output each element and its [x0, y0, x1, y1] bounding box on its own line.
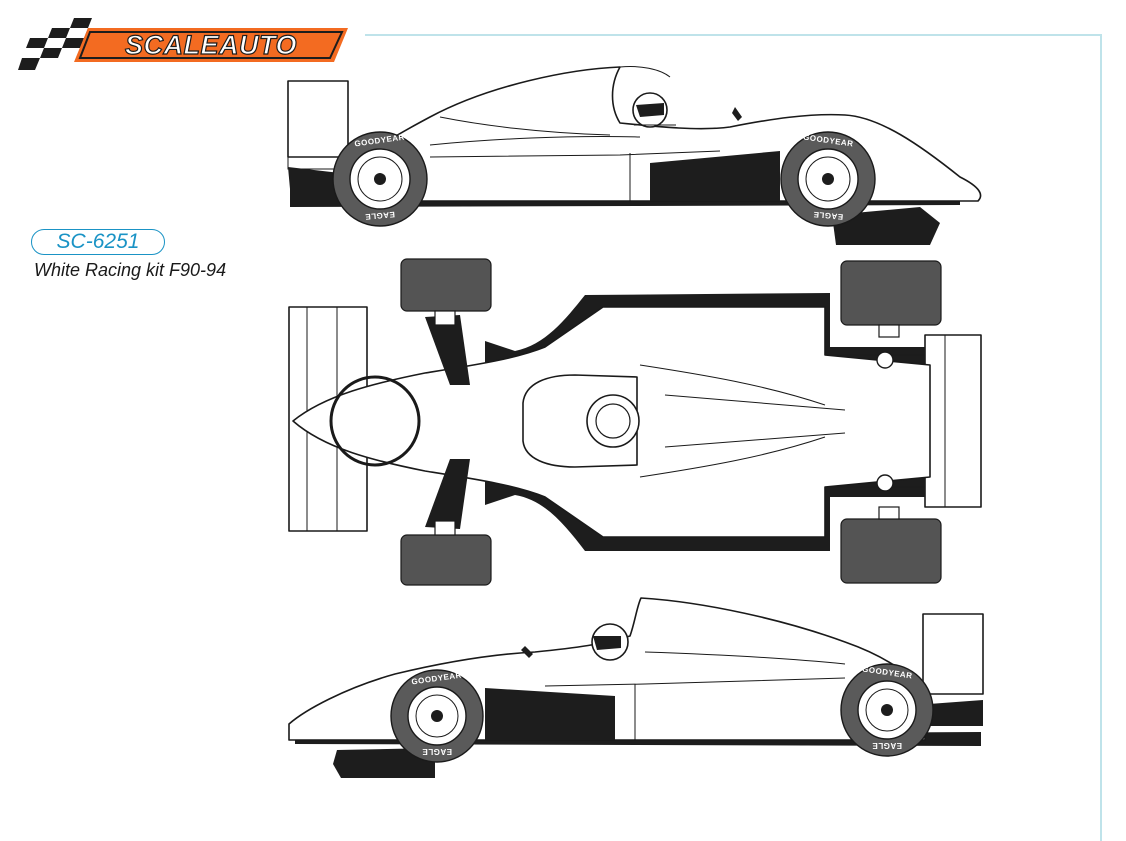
left-side-view: GOODYEAR EAGLE GOODYEAR EAGLE — [287, 66, 982, 245]
wheel-icon: GOODYEAR EAGLE — [840, 663, 934, 757]
wheel-icon: GOODYEAR EAGLE — [390, 669, 484, 763]
wheel-icon: GOODYEAR EAGLE — [332, 131, 428, 227]
rear-wing — [922, 613, 984, 695]
frame-top-line — [365, 34, 1102, 36]
rear-wing — [924, 334, 982, 508]
top-view — [288, 258, 982, 586]
rear-diffuser — [288, 167, 342, 189]
logo-banner — [74, 28, 348, 62]
scaleauto-logo: SCALEAUTO — [18, 18, 348, 70]
product-code-badge: SC-6251 — [31, 229, 165, 255]
helmet-icon — [591, 623, 629, 661]
front-wing — [832, 207, 940, 245]
rear-right-tyre — [840, 518, 942, 584]
rear-diffuser — [929, 700, 983, 726]
svg-text:EAGLE: EAGLE — [872, 741, 902, 750]
product-name: White Racing kit F90-94 — [34, 260, 227, 280]
helmet-icon — [632, 92, 676, 128]
svg-text:EAGLE: EAGLE — [364, 210, 395, 222]
sidepod-intake — [650, 151, 780, 201]
svg-text:EAGLE: EAGLE — [813, 210, 844, 222]
logo-text: SCALEAUTO — [125, 30, 297, 60]
frame-right-line — [1100, 34, 1102, 841]
front-left-tyre — [400, 258, 492, 312]
front-wing — [333, 748, 435, 778]
front-right-tyre — [400, 534, 492, 586]
rear-wing — [287, 80, 349, 158]
rear-left-tyre — [840, 260, 942, 326]
svg-text:EAGLE: EAGLE — [422, 747, 452, 756]
wheel-icon: GOODYEAR EAGLE — [780, 131, 876, 227]
right-side-view: GOODYEAR EAGLE GOODYEAR EAGLE — [288, 597, 984, 778]
helmet-icon — [586, 394, 640, 448]
sidepod-intake — [485, 688, 615, 740]
